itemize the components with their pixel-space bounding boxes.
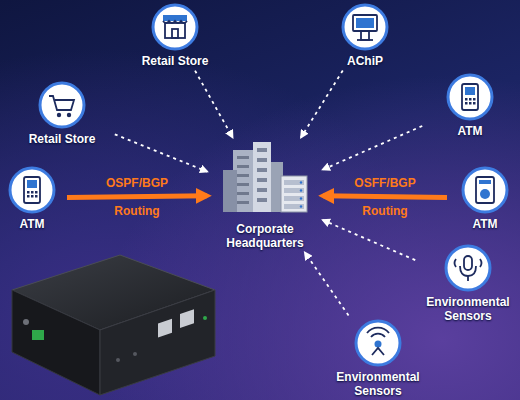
site-node: Environmental Sensors <box>328 318 428 398</box>
link-arrow <box>115 134 207 171</box>
link-arrow <box>195 71 233 138</box>
site-node: ATM <box>0 165 64 231</box>
node-label: ATM <box>425 124 515 138</box>
node-label: Retail Store <box>12 132 112 146</box>
icon-circle <box>356 321 400 365</box>
node-icon <box>445 72 495 122</box>
node-label: ATM <box>0 217 64 231</box>
node-label: ATM <box>450 217 520 231</box>
icon-circle <box>446 246 490 290</box>
headquarters-node: Corporate Headquarters <box>210 140 320 250</box>
node-icon <box>150 2 200 52</box>
node-icon <box>443 243 493 293</box>
icon-circle <box>40 83 84 127</box>
link-arrow <box>323 220 415 260</box>
site-node: ATM <box>450 165 520 231</box>
icon-circle <box>10 168 54 212</box>
link-arrow <box>323 126 423 170</box>
site-node: Environmental Sensors <box>418 243 518 323</box>
routing-arrow <box>323 196 447 198</box>
site-node: ATM <box>425 72 515 138</box>
node-icon <box>353 318 403 368</box>
node-icon <box>340 2 390 52</box>
router-device <box>12 255 215 395</box>
node-label: Environmental Sensors <box>328 370 428 398</box>
icon-circle <box>343 5 387 49</box>
node-label: Corporate Headquarters <box>210 222 320 250</box>
node-icon <box>460 165 510 215</box>
icon-circle <box>153 5 197 49</box>
node-label: Environmental Sensors <box>418 295 518 323</box>
node-icon <box>7 165 57 215</box>
icon-circle <box>463 168 507 212</box>
node-label: AChiP <box>315 54 415 68</box>
building-icon <box>223 142 307 212</box>
site-node: Retail Store <box>12 80 112 146</box>
edge-label: OSFF/BGP Routing <box>346 169 424 225</box>
routing-arrow <box>67 196 207 198</box>
node-label: Retail Store <box>125 54 225 68</box>
link-arrow <box>301 71 343 138</box>
edge-label: OSPF/BGP Routing <box>98 169 176 225</box>
site-node: Retail Store <box>125 2 225 68</box>
node-icon <box>37 80 87 130</box>
node-icon <box>215 140 315 220</box>
link-arrow <box>305 252 349 315</box>
icon-circle <box>448 75 492 119</box>
site-node: AChiP <box>315 2 415 68</box>
